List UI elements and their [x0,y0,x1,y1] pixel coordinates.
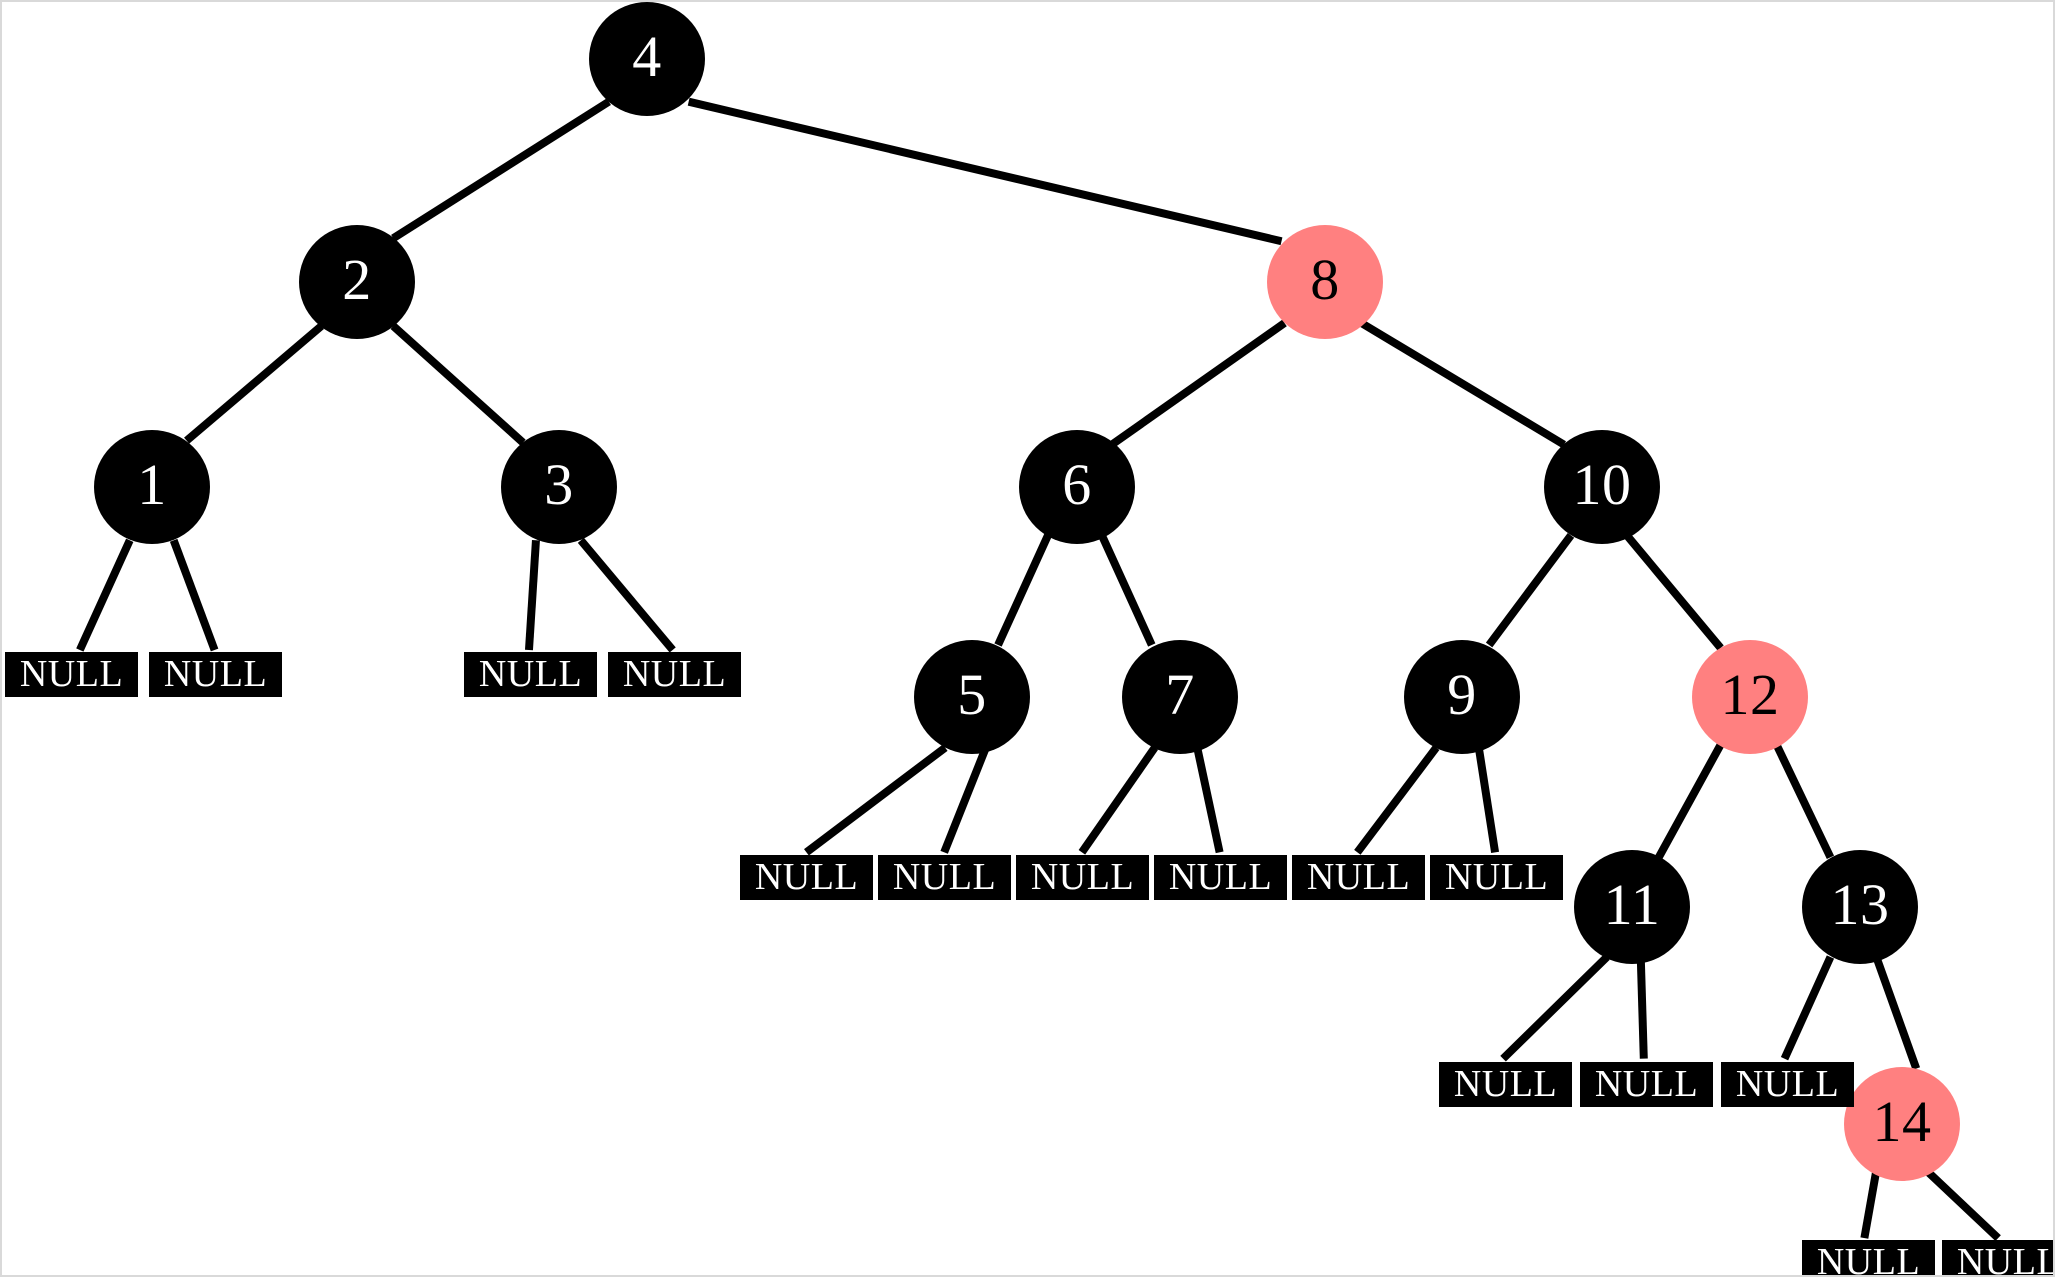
tree-node-6[interactable]: 6 [1019,430,1135,544]
tree-edge [1772,742,1835,860]
tree-node-label: 14 [1872,1089,1932,1154]
tree-edge [1109,319,1287,448]
tree-edge [1098,533,1156,647]
tree-edge [687,97,1283,246]
tree-edge [169,538,219,652]
tree-node-label: 9 [1447,662,1477,727]
tree-edge [1354,745,1440,855]
tree-null-leaf: NULL [878,855,1011,900]
tree-edge [390,323,526,446]
tree-null-leaf: NULL [1802,1240,1935,1277]
tree-null-leaf: NULL [464,652,597,697]
tree-node-4[interactable]: 4 [589,2,705,116]
tree-node-label: 4 [632,24,662,89]
tree-node-12[interactable]: 12 [1692,640,1808,754]
tree-null-leaf-label: NULL [1594,1062,1699,1105]
tree-node-14[interactable]: 14 [1844,1067,1960,1181]
tree-null-leaf: NULL [149,652,282,697]
tree-null-leaf-label: NULL [1306,855,1411,898]
tree-null-leaf-label: NULL [622,652,727,695]
tree-null-leaf-label: NULL [1735,1062,1840,1105]
tree-edge [1078,745,1159,855]
tree-edge [1923,1167,2001,1242]
tree-null-leaf: NULL [5,652,138,697]
tree-node-10[interactable]: 10 [1544,430,1660,544]
tree-null-leaf: NULL [1580,1062,1713,1107]
tree-edge [1655,742,1725,860]
tree-edge [391,98,611,242]
tree-null-leaf: NULL [1016,855,1149,900]
tree-edge [1623,532,1724,651]
tree-null-leaf-label: NULL [478,652,583,695]
tree-null-leaf-label: NULL [1168,855,1273,898]
tree-null-leaf: NULL [608,652,741,697]
tree-null-leaf: NULL [740,855,873,900]
tree-node-label: 2 [342,247,372,312]
tree-edge [577,537,676,653]
tree-node-label: 3 [544,452,574,517]
tree-edge [524,540,540,651]
tree-edge [1636,958,1648,1059]
tree-null-leaf-label: NULL [1030,855,1135,898]
tree-null-leaf: NULL [1292,855,1425,900]
tree-null-leaf: NULL [1439,1062,1572,1107]
tree-null-leaf: NULL [1154,855,1287,900]
tree-edge [1500,954,1610,1062]
tree-node-7[interactable]: 7 [1122,640,1238,754]
tree-node-3[interactable]: 3 [501,430,617,544]
tree-null-leaf-label: NULL [1453,1062,1558,1105]
tree-node-label: 13 [1830,872,1890,937]
tree-edge [1860,1169,1881,1239]
tree-edge [994,533,1052,647]
tree-node-label: 11 [1603,872,1661,937]
tree-edge [1485,532,1575,648]
tree-node-label: 8 [1310,247,1340,312]
tree-null-leaf-label: NULL [1816,1240,1921,1277]
tree-edge [940,748,989,854]
tree-null-leaf: NULL [1721,1062,1854,1107]
tree-edge [1359,319,1567,449]
tree-edge [1872,955,1921,1070]
tree-edge [1780,955,1835,1061]
tree-null-leaf-label: NULL [163,652,268,695]
tree-null-leaf-label: NULL [1444,855,1549,898]
tree-null-leaf-label: NULL [892,855,997,898]
tree-node-label: 10 [1572,452,1632,517]
tree-edge [76,538,134,652]
tree-node-11[interactable]: 11 [1574,850,1690,964]
tree-edge [184,322,324,444]
tree-node-label: 12 [1720,662,1780,727]
tree-node-8[interactable]: 8 [1267,225,1383,339]
tree-edge [804,744,948,856]
tree-node-label: 1 [137,452,167,517]
tree-edge [1193,748,1224,854]
tree-null-leaf-label: NULL [1956,1240,2055,1277]
tree-edge [1475,749,1500,853]
tree-node-label: 6 [1062,452,1092,517]
tree-node-label: 7 [1165,662,1195,727]
tree-node-13[interactable]: 13 [1802,850,1918,964]
tree-null-leaf-label: NULL [754,855,859,898]
tree-node-label: 5 [957,662,987,727]
tree-null-leaf: NULL [1430,855,1563,900]
tree-null-leaf-label: NULL [19,652,124,695]
tree-node-2[interactable]: 2 [299,225,415,339]
tree-node-5[interactable]: 5 [914,640,1030,754]
tree-node-9[interactable]: 9 [1404,640,1520,754]
tree-node-1[interactable]: 1 [94,430,210,544]
tree-null-leaf: NULL [1942,1240,2055,1277]
